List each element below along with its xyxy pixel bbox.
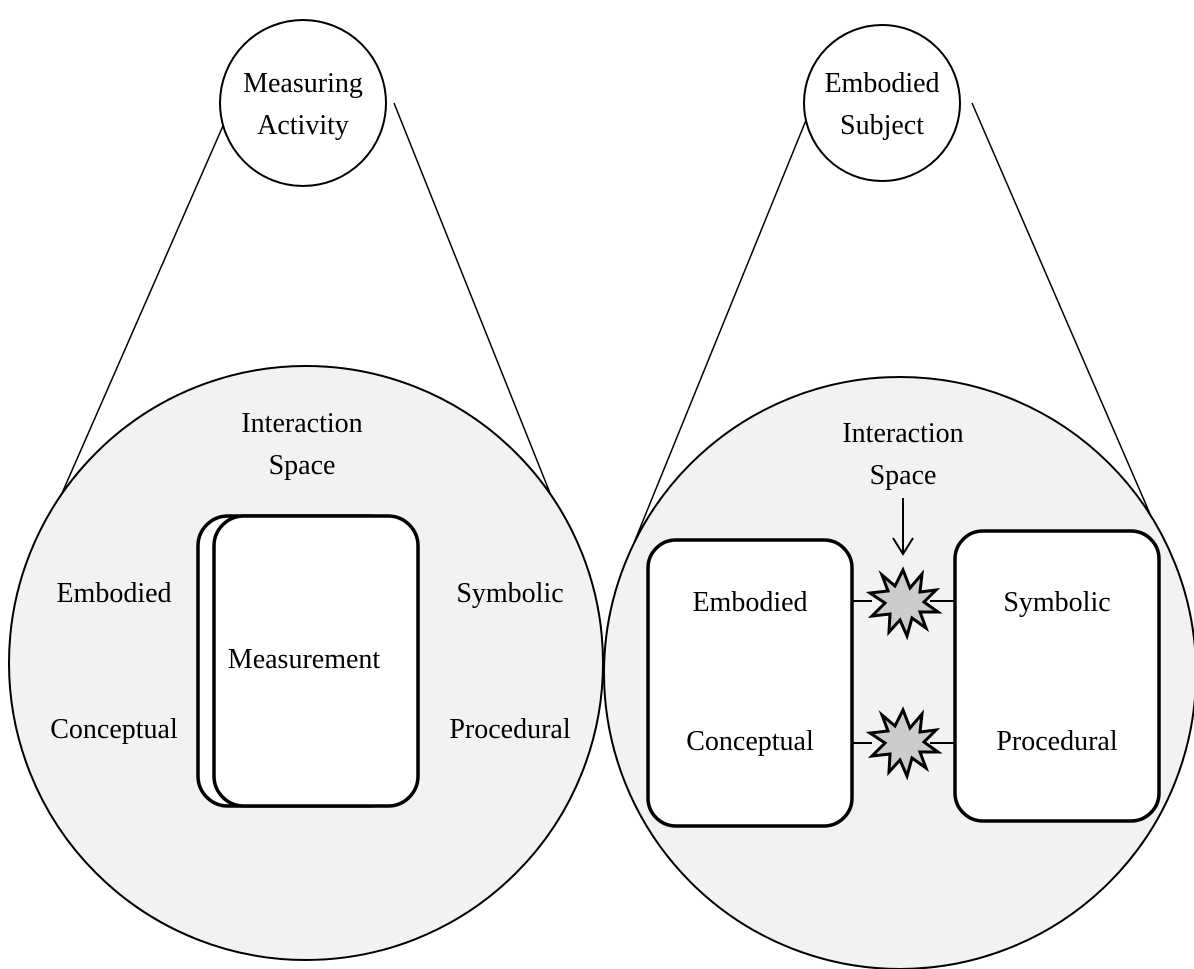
left-interaction-space-label-line1: Interaction	[241, 408, 362, 439]
right-panel: Embodied Subject Interaction Space Embod…	[603, 24, 1194, 969]
bottom-interaction-burst-icon	[865, 706, 943, 781]
measuring-activity-label-line1: Measuring	[243, 68, 363, 99]
left-symbolic-label: Symbolic	[456, 578, 563, 609]
left-panel: Measuring Activity Interaction Space Mea…	[8, 19, 604, 961]
measurement-label: Measurement	[228, 644, 381, 675]
left-embodied-label: Embodied	[56, 578, 171, 609]
right-connector-line-left	[626, 102, 814, 561]
interaction-space-arrow-head	[892, 537, 914, 556]
right-procedural-label: Procedural	[996, 726, 1118, 757]
left-connector-line-left	[37, 102, 234, 549]
right-embodied-label: Embodied	[692, 587, 807, 618]
left-procedural-label: Procedural	[449, 714, 571, 745]
embodied-conceptual-box	[646, 538, 854, 828]
left-connector-line-right	[393, 102, 573, 549]
measuring-activity-label-line2: Activity	[257, 110, 349, 141]
right-interaction-space-label-line1: Interaction	[842, 418, 963, 449]
symbolic-procedural-box	[953, 529, 1161, 823]
left-conceptual-label: Conceptual	[50, 714, 178, 745]
embodied-subject-label-line2: Subject	[840, 110, 924, 141]
right-interaction-space-label-line2: Space	[870, 460, 937, 491]
measurement-box-front	[212, 514, 420, 808]
embodied-subject-label-line1: Embodied	[824, 68, 939, 99]
right-connector-line-right	[971, 102, 1171, 561]
left-interaction-space-label-line2: Space	[269, 450, 336, 481]
embodied-subject-circle	[803, 24, 961, 182]
measuring-activity-circle	[219, 19, 387, 187]
right-conceptual-label: Conceptual	[686, 726, 814, 757]
top-interaction-burst-icon	[865, 566, 943, 641]
right-symbolic-label: Symbolic	[1003, 587, 1110, 618]
